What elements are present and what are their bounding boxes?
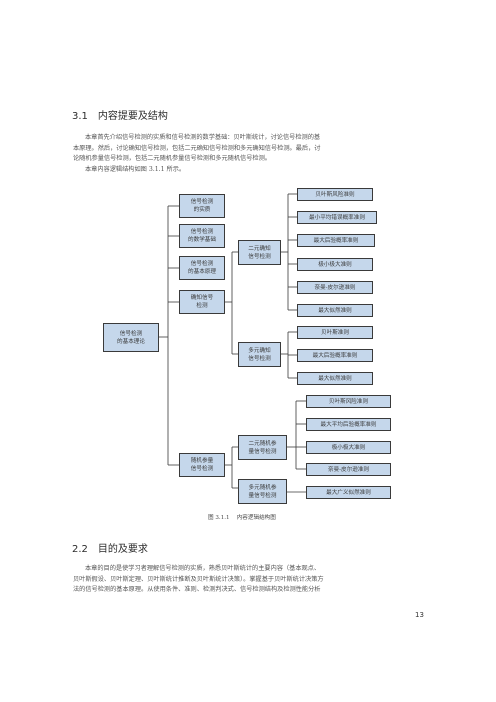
criterion-minimax: 极小极大准则 [297,258,373,271]
figure-caption: 图 3.1.1 内容逻辑结构图 [208,515,276,521]
intro-paragraph: 本章首先介绍信号检测的实质和信号检测的数学基础：贝叶斯统计，讨论信号检测的基 本… [73,133,433,175]
criterion-bayes-risk-random: 贝叶斯风险准则 [306,395,391,408]
node-binary-known-detection: 二元确知信号检测 [238,240,281,265]
section-title: 目的及要求 [97,544,148,555]
node-multi-known-detection: 多元确知信号检测 [238,342,281,367]
node-math-foundation: 信号检测的数学基础 [179,224,225,248]
section-title: 内容提要及结构 [97,111,168,122]
node-signal-detection-essence: 信号检测的实质 [179,194,225,218]
section-number: 2.2 [72,544,88,555]
criterion-max-avg-posterior: 最大平均后验概率准则 [306,418,391,431]
page-number: 13 [415,611,424,619]
criterion-neyman-pearson: 奈曼-皮尔逊准则 [297,281,373,294]
criterion-max-generalized-likelihood: 最大广义似然准则 [306,486,391,499]
section-number: 3.1 [72,111,88,122]
section-heading-2-2: 2.2 目的及要求 [72,540,148,555]
para2-line-1: 本章的目的是使学习者理解信号检测的实质，熟悉贝叶斯统计的主要内容（基本观点、 [85,565,321,572]
node-random-parameter-detection: 随机参量信号检测 [179,453,225,477]
intro-line-1: 本章首先介绍信号检测的实质和信号检测的数学基础：贝叶斯统计，讨论信号检测的基 [85,134,321,141]
para2-line-2: 贝叶斯假设、贝叶斯定理、贝叶斯统计推断及贝叶斯统计决策）。掌握基于贝叶斯统计决策… [73,575,324,583]
para2-line-3: 法的信号检测的基本原理。从使用条件、准则、检测判决式、信号检测结构及检测性能分析 [73,586,321,593]
criterion-max-posterior: 最大后验概率准则 [297,234,375,247]
node-known-signal-detection: 确知信号检测 [179,290,225,314]
criterion-minimax-random: 极小极大准则 [306,441,391,454]
diagram-root-node: 信号检测的基本理论 [103,323,159,352]
criterion-neyman-pearson-random: 奈曼-皮尔逊准则 [306,463,391,476]
criterion-bayes-risk: 贝叶斯风险准则 [297,188,373,201]
criterion-max-likelihood-multi: 最大似然准则 [297,372,373,385]
criterion-min-avg-error: 最小平均错误概率准则 [297,211,377,224]
intro-line-2: 本原理。然后，讨论确知信号检测，包括二元确知信号检测和多元确知信号检测。最后，讨 [73,144,321,152]
intro-line-4: 本章内容逻辑结构如图 3.1.1 所示。 [85,165,186,173]
section-heading-3-1: 3.1 内容提要及结构 [72,107,168,122]
criterion-max-likelihood: 最大似然准则 [297,304,373,317]
criterion-bayes: 贝叶斯准则 [297,326,373,339]
criterion-max-posterior-multi: 最大后验概率准则 [297,349,373,362]
intro-line-3: 论随机参量信号检测，包括二元随机参量信号检测和多元随机信号检测。 [73,155,271,162]
objectives-paragraph: 本章的目的是使学习者理解信号检测的实质，熟悉贝叶斯统计的主要内容（基本观点、 贝… [73,564,433,596]
node-multi-random-detection: 多元随机参量信号检测 [238,479,287,504]
node-basic-principle: 信号检测的基本原理 [179,256,225,280]
node-binary-random-detection: 二元随机参量信号检测 [238,435,287,460]
